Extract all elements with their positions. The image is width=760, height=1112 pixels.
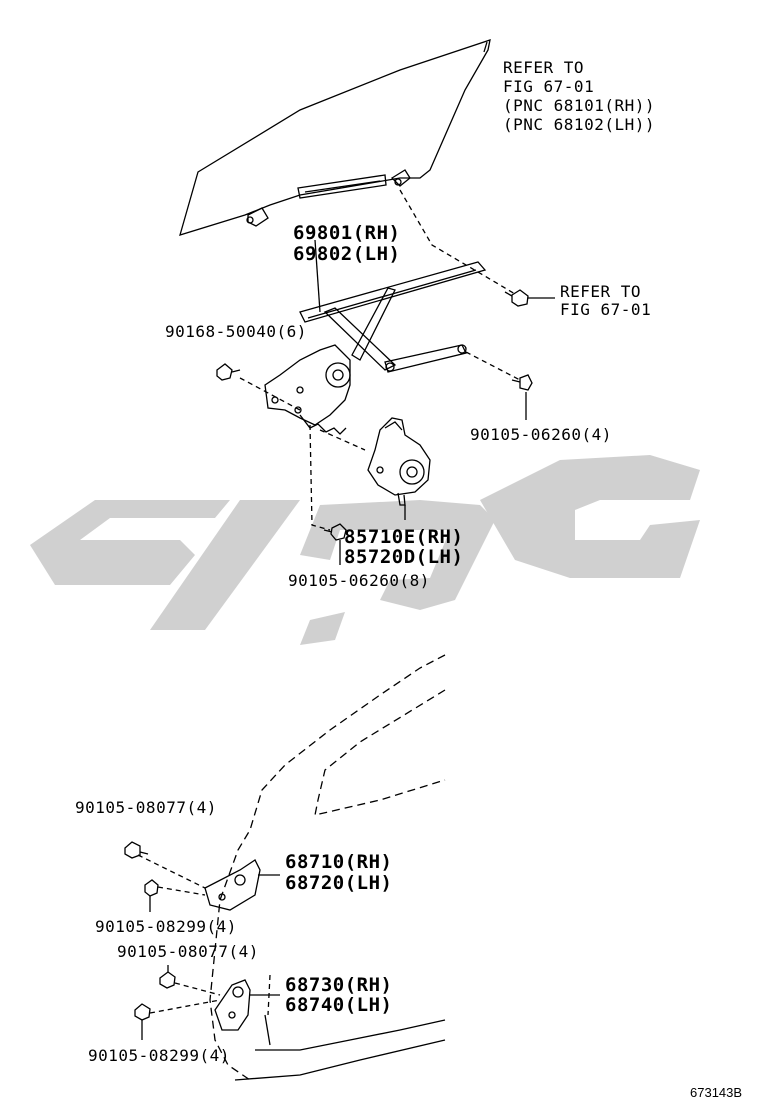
refer-glass-line3: (PNC 68101(RH)) [503, 96, 655, 115]
bolt-08077-lower-label: 90105-08077(4) [117, 942, 259, 961]
line-art [124, 39, 555, 1081]
motor-lh: 85720D(LH) [344, 546, 464, 568]
hinge-upper [204, 859, 261, 911]
drawing-code: 673143B [690, 1085, 743, 1100]
regulator-lh: 69802(LH) [293, 243, 401, 265]
bolt-90105-06260-4-label: 90105-06260(4) [470, 425, 612, 444]
hinge-lower-rh: 68730(RH) [285, 974, 393, 996]
hinge-lower [214, 979, 251, 1031]
sector-gear [264, 344, 351, 426]
bolt-08299-upper-label: 90105-08299(4) [95, 917, 237, 936]
bolt-90105-06260-8-label: 90105-06260(8) [288, 571, 430, 590]
refer-glass-line1: REFER TO [503, 58, 585, 77]
refer-glass-line4: (PNC 68102(LH)) [503, 115, 655, 134]
refer-bolt-line2: FIG 67-01 [560, 300, 652, 319]
refer-glass-line2: FIG 67-01 [503, 77, 595, 96]
hinge-upper-lh: 68720(LH) [285, 872, 393, 894]
hinge-lower-lh: 68740(LH) [285, 994, 393, 1016]
door-glass [179, 39, 491, 236]
hinge-upper-rh: 68710(RH) [285, 851, 393, 873]
bolt-90168-label: 90168-50040(6) [165, 322, 307, 341]
window-motor [367, 417, 431, 496]
regulator-rh: 69801(RH) [293, 222, 401, 244]
bolt-08077-upper-label: 90105-08077(4) [75, 798, 217, 817]
bolt-icon [216, 363, 233, 381]
bolt-08299-lower-label: 90105-08299(4) [88, 1046, 230, 1065]
motor-rh: 85710E(RH) [344, 526, 464, 548]
refer-bolt-line1: REFER TO [560, 282, 642, 301]
watermark-logo [30, 455, 700, 645]
